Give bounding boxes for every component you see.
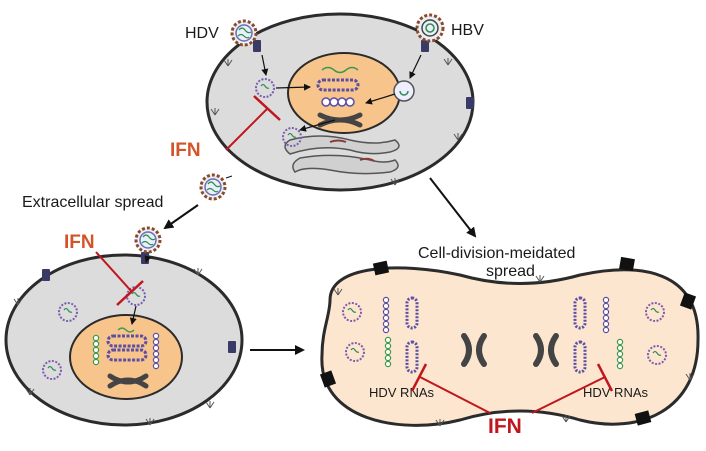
nucleus-import-arrow: [275, 83, 311, 91]
entry-arrow-hbv: [409, 54, 422, 79]
extracellular-spread-label: Extracellular spread: [22, 194, 163, 211]
incoming-hdv-virion: [134, 226, 162, 254]
hdv-label: HDV: [185, 25, 219, 42]
left-receptor: [42, 269, 50, 281]
nucleus-export-arrow: [299, 119, 336, 132]
dividing-receptor: [619, 256, 635, 272]
cell-division-label-line1: Cell-division-meidated: [418, 245, 575, 262]
daughter-right-rna-green: [616, 338, 624, 370]
release-tether: [225, 175, 233, 179]
top-receptor-left: [253, 40, 261, 52]
left-receptor: [228, 341, 236, 353]
dividing-receptor: [679, 292, 697, 310]
cell-division-arrow: [429, 177, 477, 238]
top-receptor-side: [466, 97, 474, 109]
left-nucleus-rna: [92, 327, 160, 370]
dividing-receptor: [372, 260, 390, 276]
ifn-inhibition-bar-bottom-right: [596, 363, 614, 392]
hbv-virion: [415, 13, 445, 43]
dividing-receptor: [319, 370, 337, 388]
hdv-rnas-label-left: HDV RNAs: [369, 385, 435, 400]
left-cell-nucleus: [69, 314, 183, 400]
entry-arrow-hdv: [261, 54, 269, 76]
ifn-label-top: IFN: [170, 140, 201, 161]
top-nucleus-rna: [316, 66, 360, 107]
released-hdv-virion: [199, 173, 227, 201]
dividing-receptor: [634, 410, 652, 426]
dividing-cell-membrane: [320, 266, 700, 427]
hbv-label: HBV: [451, 22, 484, 39]
top-cytoplasm-hbv-core: [393, 80, 415, 102]
ifn-inhibition-line-bottom-right: [531, 376, 606, 414]
left-entry-arrow: [144, 255, 152, 263]
ifn-inhibition-line-left: [95, 251, 133, 293]
hdv-virion: [230, 19, 258, 47]
top-infected-cell: [205, 12, 475, 192]
dividing-cell: [319, 256, 700, 427]
hbv-import-arrow: [365, 93, 396, 105]
ifn-inhibition-line-bottom-left: [419, 376, 491, 414]
ifn-label-bottom: IFN: [488, 415, 522, 438]
top-cell-er: [284, 135, 400, 175]
daughter-left-rna-green: [384, 336, 392, 368]
ifn-inhibition-bar-top: [253, 95, 281, 121]
ifn-inhibition-bar-left: [116, 280, 144, 306]
extracellular-spread-arrow: [163, 204, 199, 230]
hdv-rnas-label-right: HDV RNAs: [583, 385, 649, 400]
ifn-inhibition-bar-bottom-left: [410, 363, 428, 392]
left-nucleus-chromosome: [107, 373, 149, 389]
ifn-label-left: IFN: [64, 232, 95, 253]
ifn-inhibition-line-top: [225, 107, 269, 151]
left-import-arrow: [129, 305, 137, 325]
bottom-left-infected-cell: [4, 252, 244, 427]
cell-division-label-line2: spread: [486, 263, 535, 280]
